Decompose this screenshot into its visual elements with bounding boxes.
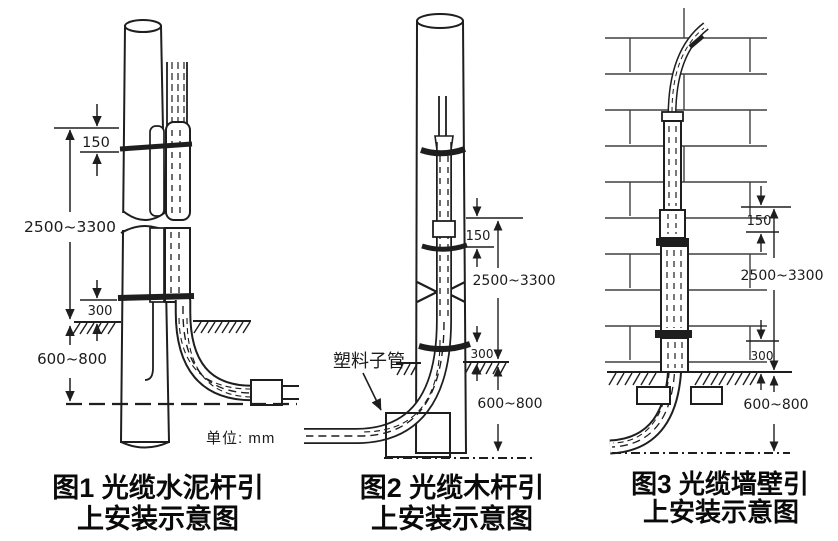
fig2-caption-line1: 图2 光缆木杆引 (360, 473, 545, 503)
fig1-caption-line2: 上安装示意图 (77, 503, 239, 534)
fig3-foundation-block-right (690, 386, 723, 405)
fig1-aerial-cable-bundle (166, 62, 188, 126)
fig3-conduit-middle-dashes (666, 250, 682, 328)
figure-2-wood-pole-diagram: 塑料子管 150 2500~3300 300 600~800 图2 光缆木杆引 … (304, 13, 556, 534)
fig1-dim-300: 300 (88, 304, 113, 319)
fig3-conduit-collar-top (661, 111, 684, 122)
fig3-dim-150: 150 (747, 214, 772, 229)
fig3-conduit-upper-dashes (668, 126, 677, 206)
fig1-clamp-band-upper (119, 141, 193, 152)
fig3-conduit-lower-dashes (667, 342, 683, 368)
fig2-duct-collar (432, 220, 456, 238)
fig3-sleeve-dashes (667, 214, 677, 234)
fig2-dim-burial-depth: 600~800 (477, 396, 542, 412)
fig1-underground-duct-bend (174, 300, 280, 402)
fig2-clamp-band-middle (421, 242, 468, 252)
fig3-dim-300: 300 (751, 349, 774, 363)
fig3-caption-line1: 图3 光缆墙壁引 (631, 469, 809, 499)
fig3-clamp-band-upper (656, 238, 689, 246)
unit-note: 单位: mm (206, 430, 275, 447)
fig2-clamp-band-bottom (418, 341, 471, 352)
fig3-dim-pole-height: 2500~3300 (741, 268, 824, 284)
fig1-clamp-band-lower (117, 293, 195, 301)
fig2-cable-top (438, 96, 447, 136)
fig2-dimensions (463, 198, 523, 452)
figure-3-wall-diagram: 150 2500~3300 300 600~800 图3 光缆墙壁引 上安装示意… (605, 8, 824, 527)
fig1-riser-cover-main-lower (164, 227, 191, 303)
fig1-pole-bottom-edge (120, 441, 170, 449)
fig3-conduit-joint-sleeve (659, 209, 686, 239)
fig3-clamp-band-lower (655, 330, 692, 338)
fig1-dim-150: 150 (82, 135, 110, 151)
fig1-caption-line1: 图1 光缆水泥杆引 (52, 473, 264, 503)
fig2-clamp-band-top (420, 146, 466, 157)
fig1-pole-top-cap (124, 19, 162, 33)
figure-1-cement-pole-diagram: 150 2500~3300 300 600~800 单位: mm 图1 光缆水泥… (24, 19, 299, 534)
fig2-dim-pole-height: 2500~3300 (473, 273, 556, 289)
fig1-riser-cover-small-upper (149, 125, 165, 217)
fig1-dim-burial-depth: 600~800 (37, 350, 107, 368)
fig3-cable-top-curve (667, 22, 709, 117)
fig1-ground-rod (144, 302, 154, 381)
fig1-riser-cover-main-upper (165, 121, 191, 221)
fig2-dim-300: 300 (471, 347, 494, 361)
fig3-dimensions (741, 186, 791, 452)
fig2-dim-150: 150 (466, 229, 491, 244)
fig3-dim-burial-depth: 600~800 (743, 397, 808, 413)
fig3-conduit-upper-section (663, 120, 682, 211)
fig3-curve-connector-band (688, 34, 705, 49)
fig3-caption-line2: 上安装示意图 (643, 497, 799, 527)
fig3-ground-hatching (608, 372, 758, 386)
fig2-pole-top-cap (416, 13, 464, 29)
fig2-caption-line2: 上安装示意图 (371, 503, 533, 534)
fig3-ground-surface (607, 371, 792, 386)
fig2-duct-label-leader-arrow (362, 372, 382, 411)
fig1-dim-pole-height: 2500~3300 (24, 218, 116, 236)
fig1-riser-cover-small-lower (149, 227, 165, 303)
fig1-dimensions (54, 104, 119, 402)
fig2-duct-label: 塑料子管 (333, 351, 405, 371)
fig3-foundation-block-left (636, 386, 671, 405)
fig1-duct-mouth (250, 379, 299, 406)
